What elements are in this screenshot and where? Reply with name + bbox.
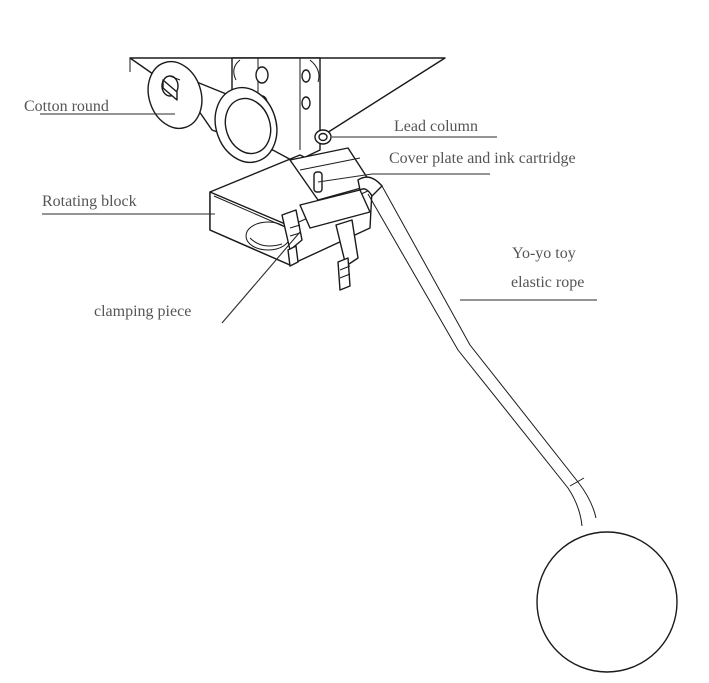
label-clamping-piece: clamping piece (94, 303, 191, 320)
elastic-rope (357, 176, 597, 527)
cotton-round-spool (147, 60, 278, 164)
label-yoyo-line2: elastic rope (511, 274, 584, 291)
label-cover-plate: Cover plate and ink cartridge (389, 150, 576, 167)
label-lead-column: Lead column (394, 118, 478, 135)
label-rotating-block: Rotating block (42, 193, 137, 210)
cover-plate-ink-cartridge (289, 147, 373, 229)
yoyo-ball (536, 531, 678, 673)
leader-lines (40, 113, 597, 324)
leader-cover-plate-a (317, 173, 373, 183)
lead-column-part (314, 129, 332, 145)
label-yoyo-line1: Yo-yo toy (512, 245, 576, 262)
label-cotton-round: Cotton round (24, 98, 109, 115)
leader-clamping-piece (221, 231, 301, 324)
clamping-pieces (281, 209, 359, 291)
